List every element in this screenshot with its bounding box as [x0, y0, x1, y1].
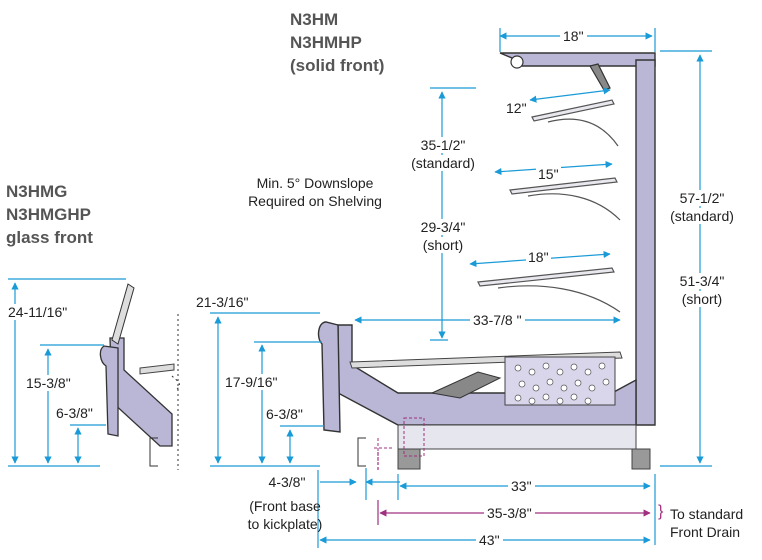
dim-short-total-height: 51-3/4" — [660, 273, 744, 289]
front-bumper — [317, 321, 341, 433]
dim-std-total-height: 57-1/2" — [660, 190, 744, 206]
drain-brace: } — [658, 503, 664, 520]
dim-kickplate-note2: to kickplate) — [247, 516, 323, 532]
model-n3hm: N3HM — [290, 10, 339, 29]
dim-std-total-label: (standard) — [660, 208, 744, 224]
dim-glass-low: 6-3/8" — [56, 405, 93, 421]
back-wall — [635, 59, 656, 426]
downslope-note-line2: Required on Shelving — [248, 193, 382, 209]
model-n3hmg: N3HMG — [6, 182, 68, 201]
dim-overall-depth: 43" — [476, 532, 503, 548]
base — [397, 424, 651, 470]
model-solid-front: (solid front) — [290, 56, 385, 75]
dim-shelf-top: 12" — [506, 100, 527, 116]
drain-note-line1: To standard — [670, 506, 744, 522]
dim-std-shelf-label: (standard) — [402, 155, 484, 171]
model-n3hmhp: N3HMHP — [290, 33, 362, 52]
canopy — [499, 52, 656, 67]
glass-panel — [111, 283, 135, 345]
dim-base-depth: 33" — [508, 478, 535, 494]
dim-kickplate-note1: (Front base — [249, 498, 321, 514]
dim-front-low-main: 6-3/8" — [266, 406, 303, 422]
glass-deck — [139, 363, 175, 375]
drain-note-line2: Front Drain — [670, 524, 741, 540]
model-n3hmghp: N3HMGHP — [6, 205, 92, 224]
dim-front-mid-main: 17-9/16" — [225, 374, 278, 390]
dim-front-height-main: 21-3/16" — [196, 294, 249, 310]
coil-box — [430, 356, 616, 406]
main-base-mark — [357, 437, 366, 467]
shelves — [477, 99, 621, 313]
dim-drain-depth: 35-3/8" — [484, 505, 535, 521]
model-glass-front: glass front — [6, 228, 93, 247]
dim-std-shelf-height: 35-1/2" — [402, 137, 484, 153]
dim-top-width: 18" — [560, 28, 587, 44]
glass-base-mark — [149, 437, 158, 467]
dim-short-shelf-height: 29-3/4" — [402, 219, 484, 235]
glass-break — [171, 314, 180, 470]
glass-profile — [99, 337, 173, 447]
dim-shelf-mid: 15" — [536, 166, 561, 182]
dim-deck-depth: 33-7/8 " — [470, 312, 525, 328]
dim-kickplate: 4-3/8" — [268, 474, 306, 490]
dim-short-total-label: (short) — [660, 291, 744, 307]
deck — [349, 351, 623, 369]
dim-short-shelf-label: (short) — [402, 237, 484, 253]
dim-glass-mid: 15-3/8" — [26, 375, 71, 391]
dim-glass-height: 24-11/16" — [8, 304, 68, 320]
dim-shelf-low: 18" — [526, 249, 551, 265]
downslope-note-line1: Min. 5° Downslope — [256, 175, 374, 191]
